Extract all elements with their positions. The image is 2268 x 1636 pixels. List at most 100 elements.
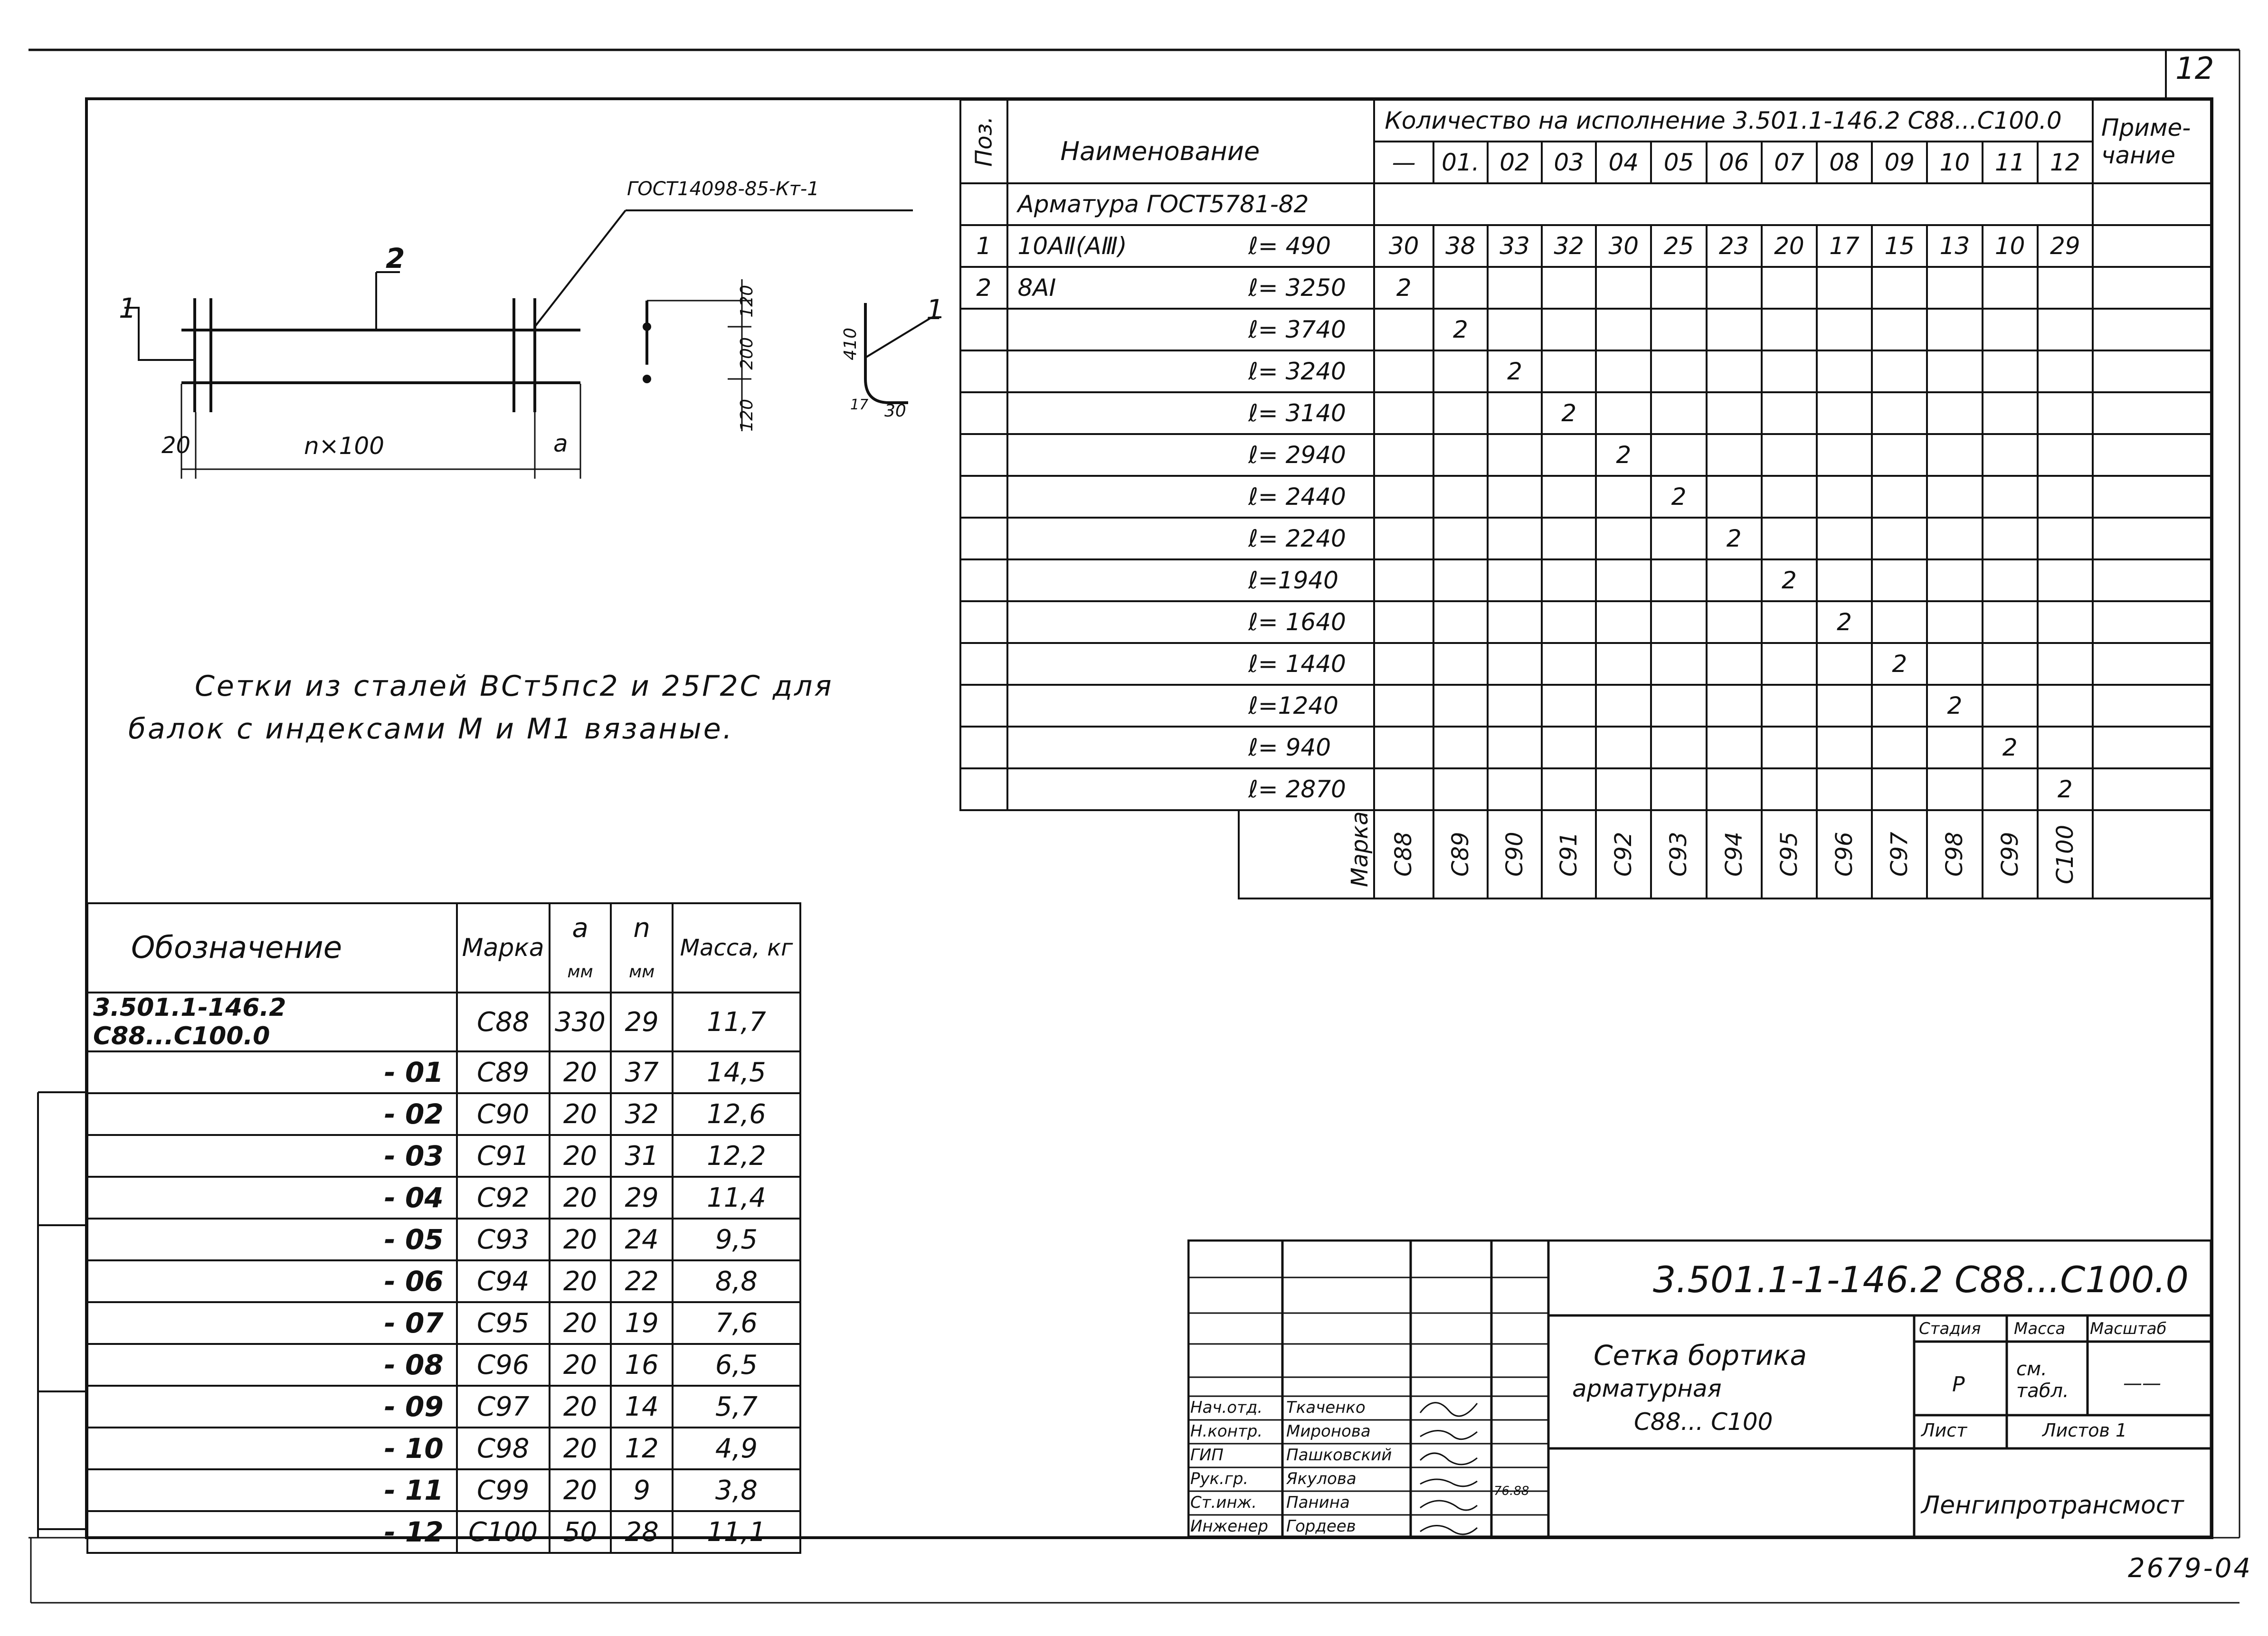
designation-header: Обозначение	[86, 902, 458, 993]
qty-cell	[1705, 475, 1763, 519]
qty-cell	[1541, 684, 1597, 728]
qty-cell	[1650, 684, 1708, 728]
mass-cell: 12,2	[671, 1134, 802, 1178]
row-length: ℓ= 2870	[1239, 767, 1376, 811]
hook-position-1-label: 1	[926, 293, 944, 326]
qty-cell: 23	[1705, 224, 1763, 268]
dim-left: 20	[161, 432, 191, 459]
variant-header: 05	[1650, 141, 1708, 184]
qty-cell	[1926, 308, 1983, 351]
mark-cell: С99	[1982, 810, 2038, 898]
marka-label: Марка	[1347, 811, 1374, 887]
variant-header: 06	[1705, 141, 1763, 184]
a-cell: 20	[548, 1301, 612, 1345]
qty-cell: 2	[1595, 433, 1652, 477]
row-note	[2091, 684, 2212, 728]
scale-value: ——	[2123, 1372, 2161, 1394]
qty-cell	[1432, 350, 1489, 393]
mass-cell: 11,1	[671, 1510, 802, 1554]
qty-cell	[1705, 558, 1763, 602]
n-cell: 29	[610, 992, 674, 1052]
qty-cell	[1705, 266, 1763, 310]
qty-cell	[1595, 308, 1652, 351]
row-length: ℓ= 3140	[1239, 391, 1376, 435]
variant-header: —	[1373, 141, 1434, 184]
qty-cell	[1432, 767, 1489, 811]
row-pos	[959, 600, 1008, 644]
qty-cell	[1926, 266, 1983, 310]
row-note	[2091, 350, 2212, 393]
row-pos: 1	[959, 224, 1008, 268]
title-line-2: арматурная	[1572, 1375, 1722, 1402]
row-name	[1006, 558, 1239, 602]
date: 76.88	[1494, 1484, 1529, 1498]
mass-cell: 9,5	[671, 1218, 802, 1261]
qty-cell	[1815, 767, 1873, 811]
mark-cell: С97	[455, 1385, 550, 1428]
qty-cell	[1926, 517, 1983, 560]
staff-role: Рук.гр.	[1190, 1469, 1249, 1488]
qty-cell	[1432, 726, 1489, 769]
row-pos	[959, 391, 1008, 435]
qty-cell	[1815, 558, 1873, 602]
variant-header: 09	[1871, 141, 1928, 184]
qty-cell: 32	[1541, 224, 1597, 268]
a-header: a	[548, 902, 612, 952]
qty-cell	[1926, 726, 1983, 769]
a-cell: 20	[548, 1385, 612, 1428]
variant-header: 04	[1595, 141, 1652, 184]
mark-cell: С91	[455, 1134, 550, 1178]
row-note	[2091, 308, 2212, 351]
row-pos	[959, 308, 1008, 351]
row-pos	[959, 642, 1008, 686]
qty-cell: 33	[1486, 224, 1543, 268]
qty-cell	[1595, 767, 1652, 811]
qty-cell	[1373, 726, 1434, 769]
row-note	[2091, 517, 2212, 560]
row-note	[2091, 600, 2212, 644]
qty-cell: 25	[1650, 224, 1708, 268]
position-2-label: 2	[386, 242, 405, 274]
qty-cell	[1705, 642, 1763, 686]
qty-cell	[1760, 642, 1818, 686]
mark-cell: С97	[1872, 810, 1927, 898]
a-cell: 20	[548, 1050, 612, 1094]
qty-cell	[1981, 350, 2039, 393]
qty-cell	[1981, 642, 2039, 686]
stage-value: Р	[1952, 1372, 1965, 1397]
mesh-drawing	[124, 209, 941, 479]
row-pos: 2	[959, 266, 1008, 310]
designation-cell: - 04	[86, 1176, 458, 1220]
designation-cell: - 02	[86, 1092, 458, 1136]
qty-cell	[1373, 600, 1434, 644]
qty-cell	[1650, 517, 1708, 560]
qty-cell	[1926, 475, 1983, 519]
qty-cell	[1705, 767, 1763, 811]
qty-cell	[1705, 308, 1763, 351]
sheet-number: 12	[2175, 51, 2214, 86]
variant-header: 02	[1486, 141, 1543, 184]
row-pos	[959, 726, 1008, 769]
dim-120-top: 120	[737, 285, 757, 318]
qty-cell	[2036, 475, 2094, 519]
qty-cell	[1541, 642, 1597, 686]
qty-cell	[1760, 684, 1818, 728]
variant-header: 10	[1926, 141, 1983, 184]
qty-cell	[1541, 767, 1597, 811]
mass-value: см. табл.	[2016, 1358, 2069, 1402]
staff-name: Ткаченко	[1286, 1398, 1366, 1417]
qty-cell	[1650, 558, 1708, 602]
mark-cell: С98	[455, 1427, 550, 1470]
qty-cell	[1705, 684, 1763, 728]
row-name	[1006, 308, 1239, 351]
n-cell: 12	[610, 1427, 674, 1470]
qty-cell	[1815, 726, 1873, 769]
